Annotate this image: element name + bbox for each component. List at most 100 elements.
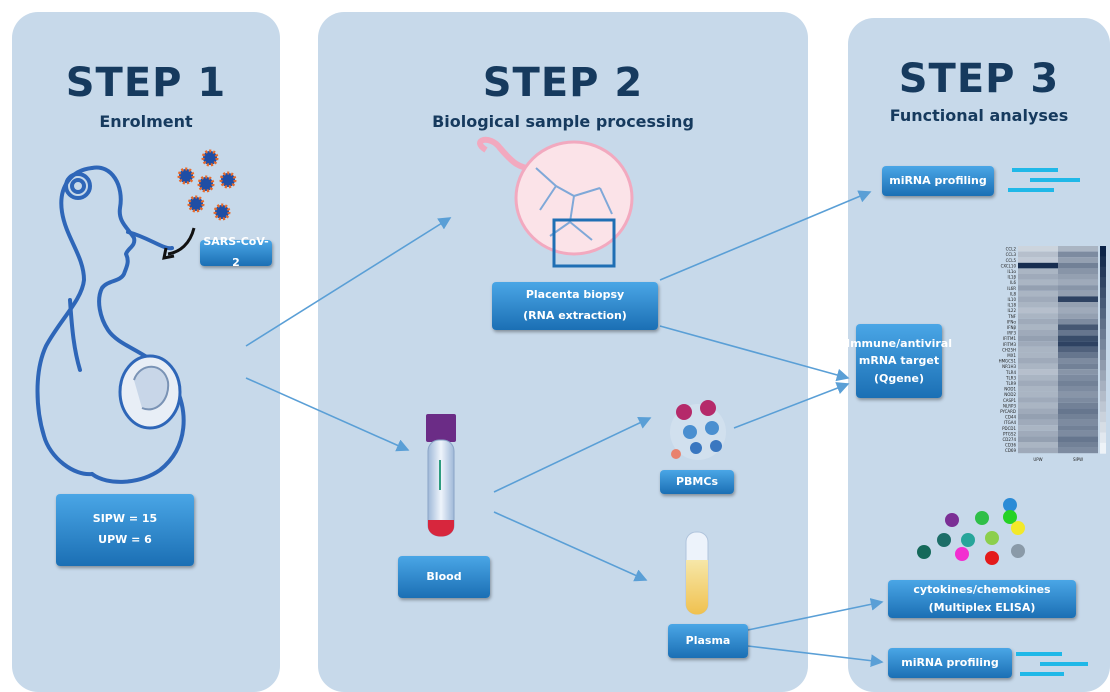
heatmap-cell xyxy=(1058,257,1098,263)
plasma-tube-icon xyxy=(685,531,709,615)
heatmap-cell xyxy=(1018,391,1058,398)
heatmap-colorbar-segment xyxy=(1100,401,1106,413)
heatmap-cell xyxy=(1058,341,1098,347)
heatmap-gene-label: ITGA4 xyxy=(1004,420,1016,425)
curved-arrow-icon xyxy=(167,227,196,256)
heatmap-cell xyxy=(1058,318,1098,325)
sars-cov-2-label: SARS-CoV-2 xyxy=(200,235,272,269)
heatmap-cell xyxy=(1018,318,1058,325)
immune-target-box: Immune/antiviral mRNA target (Qgene) xyxy=(846,324,952,398)
heatmap-gene-label: IFNβ xyxy=(1007,325,1016,330)
heatmap-cell xyxy=(1018,290,1058,297)
heatmap-colorbar-segment xyxy=(1100,318,1106,330)
plasma-box: Plasma xyxy=(668,624,748,658)
heatmap-gene-label: IL8 xyxy=(1010,291,1016,296)
heatmap-cell xyxy=(1018,436,1058,442)
heatmap-cell xyxy=(1058,246,1098,252)
heatmap-colorbar-segment xyxy=(1100,359,1106,371)
heatmap-cell xyxy=(1018,447,1058,454)
placenta-biopsy-box: Placenta biopsy (RNA extraction) xyxy=(492,282,658,330)
heatmap-gene-label: CD69 xyxy=(1005,448,1016,453)
heatmap-cell xyxy=(1058,330,1098,336)
cytokine-dots-icon xyxy=(917,498,1025,565)
heatmap-gene-label: CXCL10 xyxy=(1001,263,1017,268)
heatmap-gene-label: IL10 xyxy=(1008,297,1017,302)
heatmap-gene-label: CD274 xyxy=(1002,437,1016,442)
heatmap-chart: CCL2CCL3CCL5CXCL10IL1αIL1βIL6IL6RIL8IL10… xyxy=(999,246,1106,462)
heatmap-colorbar-segment xyxy=(1100,246,1106,257)
heatmap-gene-label: CH25H xyxy=(1002,347,1016,352)
heatmap-cell xyxy=(1018,296,1058,302)
heatmap-cell xyxy=(1018,425,1058,431)
heatmap-cell xyxy=(1018,408,1058,414)
heatmap-cell xyxy=(1018,246,1058,252)
heatmap-cell xyxy=(1018,251,1058,258)
heatmap-column-label: UPW xyxy=(1033,457,1042,462)
heatmap-gene-label: IRF3 xyxy=(1007,331,1016,336)
heatmap-cell xyxy=(1018,313,1058,319)
heatmap-cell xyxy=(1018,346,1058,353)
heatmap-gene-label: CCL5 xyxy=(1006,258,1017,263)
mirna-profiling-bottom-box: miRNA profiling xyxy=(888,648,1012,678)
heatmap-cell xyxy=(1058,262,1098,269)
heatmap-cell xyxy=(1058,442,1098,448)
placenta-icon xyxy=(477,136,634,268)
heatmap-cell xyxy=(1058,436,1098,442)
heatmap-cell xyxy=(1058,380,1098,386)
step3-subtitle: Functional analyses xyxy=(889,106,1069,125)
heatmap-colorbar-segment xyxy=(1100,391,1106,402)
heatmap-colorbar-segment xyxy=(1100,277,1106,288)
heatmap-cell xyxy=(1018,279,1058,286)
mrna-target-label: mRNA target xyxy=(858,354,940,368)
placenta-biopsy-label: Placenta biopsy xyxy=(525,288,625,302)
heatmap-cell xyxy=(1058,296,1098,302)
heatmap-colorbar-segment xyxy=(1100,297,1106,309)
heatmap-cell xyxy=(1018,335,1058,342)
heatmap-colorbar-segment xyxy=(1100,380,1106,392)
heatmap-cell xyxy=(1018,307,1058,314)
heatmap-cell xyxy=(1058,358,1098,364)
heatmap-gene-label: IFNα xyxy=(1007,319,1016,324)
heatmap-cell xyxy=(1058,425,1098,431)
heatmap-cell xyxy=(1018,268,1058,274)
heatmap-cell xyxy=(1018,414,1058,420)
heatmap-cell xyxy=(1018,285,1058,291)
heatmap-cell xyxy=(1058,251,1098,258)
heatmap-cell xyxy=(1058,335,1098,342)
heatmap-cell xyxy=(1058,313,1098,319)
step1-subtitle: Enrolment xyxy=(99,112,193,131)
flow-arrows xyxy=(245,190,884,668)
heatmap-gene-label: IFITM3 xyxy=(1003,342,1017,347)
heatmap-cell xyxy=(1018,274,1058,280)
heatmap-gene-label: CCL2 xyxy=(1006,247,1017,252)
heatmap-cell xyxy=(1018,302,1058,308)
step3-title: STEP 3 xyxy=(898,56,1060,102)
heatmap-cell xyxy=(1018,257,1058,263)
mirna-bars-top-icon xyxy=(1008,168,1080,192)
heatmap-cell xyxy=(1018,369,1058,375)
heatmap-gene-label: NLRP3 xyxy=(1003,403,1016,408)
heatmap-cell xyxy=(1058,374,1098,381)
step2-title: STEP 2 xyxy=(482,60,644,106)
blood-tube-icon xyxy=(426,414,456,537)
heatmap-colorbar-segment xyxy=(1100,422,1106,433)
heatmap-colorbar-segment xyxy=(1100,349,1106,361)
heatmap-cell xyxy=(1018,402,1058,409)
heatmap-column-label: SIPW xyxy=(1073,457,1083,462)
heatmap-cell xyxy=(1058,363,1098,370)
heatmap-colorbar-segment xyxy=(1100,266,1106,278)
heatmap-gene-label: CASP1 xyxy=(1003,398,1016,403)
heatmap-gene-label: CCL3 xyxy=(1006,252,1017,257)
heatmap-cell xyxy=(1058,307,1098,314)
sipw-count: SIPW = 15 xyxy=(92,512,158,526)
heatmap-cell xyxy=(1058,391,1098,398)
pbmcs-box: PBMCs xyxy=(660,470,734,494)
heatmap-cell xyxy=(1018,442,1058,448)
heatmap-cell xyxy=(1018,397,1058,403)
heatmap-cell xyxy=(1058,352,1098,358)
heatmap-cell xyxy=(1058,419,1098,426)
heatmap-gene-label: PTGS2 xyxy=(1003,431,1016,436)
qgene-label: (Qgene) xyxy=(873,371,925,385)
heatmap-cell xyxy=(1058,402,1098,409)
